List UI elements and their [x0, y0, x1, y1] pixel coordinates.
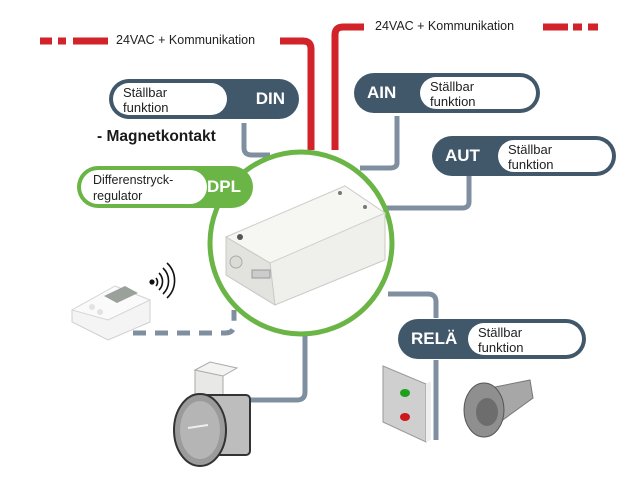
- red-led-icon: [400, 413, 410, 421]
- dpl-line1: Differenstryck-: [93, 173, 174, 187]
- rela-line1: Ställbar: [478, 325, 523, 340]
- wire-din: [241, 123, 270, 158]
- wire-ain: [360, 116, 400, 171]
- ain-code: AIN: [367, 83, 397, 102]
- ain-line2: funktion: [430, 94, 476, 109]
- wire-damper: [250, 335, 308, 403]
- din-code: DIN: [255, 89, 285, 108]
- ain-line1: Ställbar: [430, 79, 475, 94]
- damper-actuator-image: [173, 361, 251, 467]
- room-controller-image: [70, 285, 152, 341]
- power-bus-right: [331, 23, 598, 150]
- din-line1: Ställbar: [123, 85, 168, 100]
- dpl-line2: regulator: [93, 189, 143, 203]
- controller-unit-image: [224, 185, 387, 306]
- wire-controller: [133, 310, 237, 336]
- power-bus-right-label: 24VAC + Kommunikation: [375, 19, 515, 33]
- power-bus-left-label: 24VAC + Kommunikation: [116, 33, 256, 47]
- rela-line2: funktion: [478, 340, 524, 355]
- rela-code: RELÄ: [411, 329, 458, 348]
- wire-rela: [388, 291, 439, 318]
- aut-code: AUT: [445, 146, 480, 165]
- dpl-code: DPL: [207, 177, 241, 196]
- wire-aut: [385, 175, 472, 211]
- module-dpl: Differenstryck-regulator DPL: [77, 166, 253, 208]
- din-line2: funktion: [123, 100, 169, 115]
- aut-line2: funktion: [508, 157, 554, 172]
- aut-line1: Ställbar: [508, 142, 553, 157]
- magnet-contact-annotation: - Magnetkontakt: [97, 128, 216, 145]
- wireless-signal-icon: [149, 262, 176, 299]
- green-led-icon: [400, 389, 410, 397]
- indicator-panel-image: [382, 365, 431, 443]
- horn-speaker-image: [463, 379, 534, 438]
- power-bus-left: [40, 37, 315, 150]
